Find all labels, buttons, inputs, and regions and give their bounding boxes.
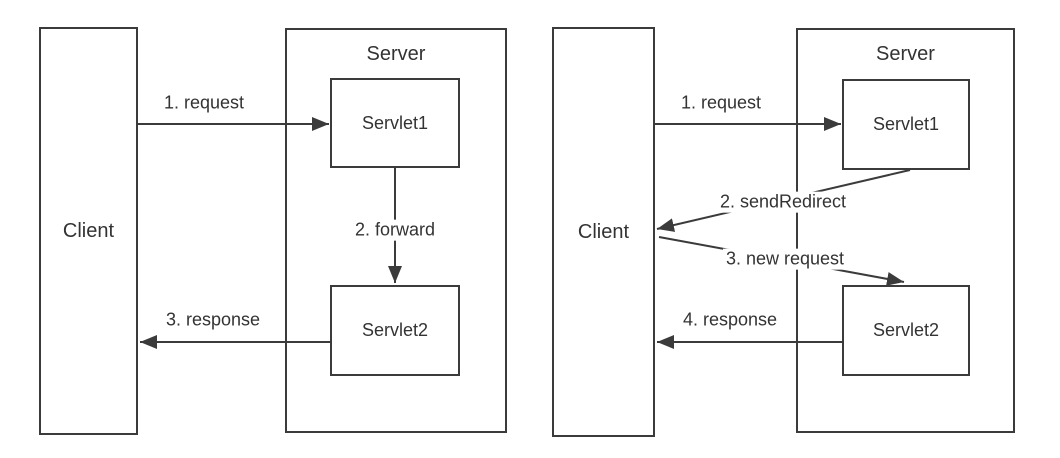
- left-client-box: Client: [39, 27, 138, 435]
- left-forward-label: 2. forward: [351, 219, 439, 241]
- left-client-label: Client: [62, 219, 115, 242]
- right-request-label: 1. request: [677, 92, 765, 114]
- right-send-redirect-label: 2. sendRedirect: [716, 191, 850, 213]
- left-server-label: Server: [366, 43, 426, 65]
- left-request-label: 1. request: [160, 92, 248, 114]
- right-client-label: Client: [577, 220, 630, 243]
- left-servlet2-label: Servlet2: [361, 320, 429, 340]
- right-response-label: 4. response: [679, 309, 781, 331]
- left-servlet1-label: Servlet1: [361, 112, 429, 133]
- right-servlet2-box: Servlet2: [842, 285, 970, 376]
- right-server-label: Server: [876, 43, 935, 65]
- right-servlet1-box: Servlet1: [842, 79, 970, 170]
- left-response-label: 3. response: [162, 309, 264, 331]
- right-client-box: Client: [552, 27, 655, 437]
- right-new-request-label: 3. new request: [722, 248, 848, 270]
- left-servlet1-box: Servlet1: [330, 78, 460, 168]
- right-servlet1-label: Servlet1: [872, 114, 940, 134]
- left-servlet2-box: Servlet2: [330, 285, 460, 376]
- right-servlet2-label: Servlet2: [872, 320, 940, 340]
